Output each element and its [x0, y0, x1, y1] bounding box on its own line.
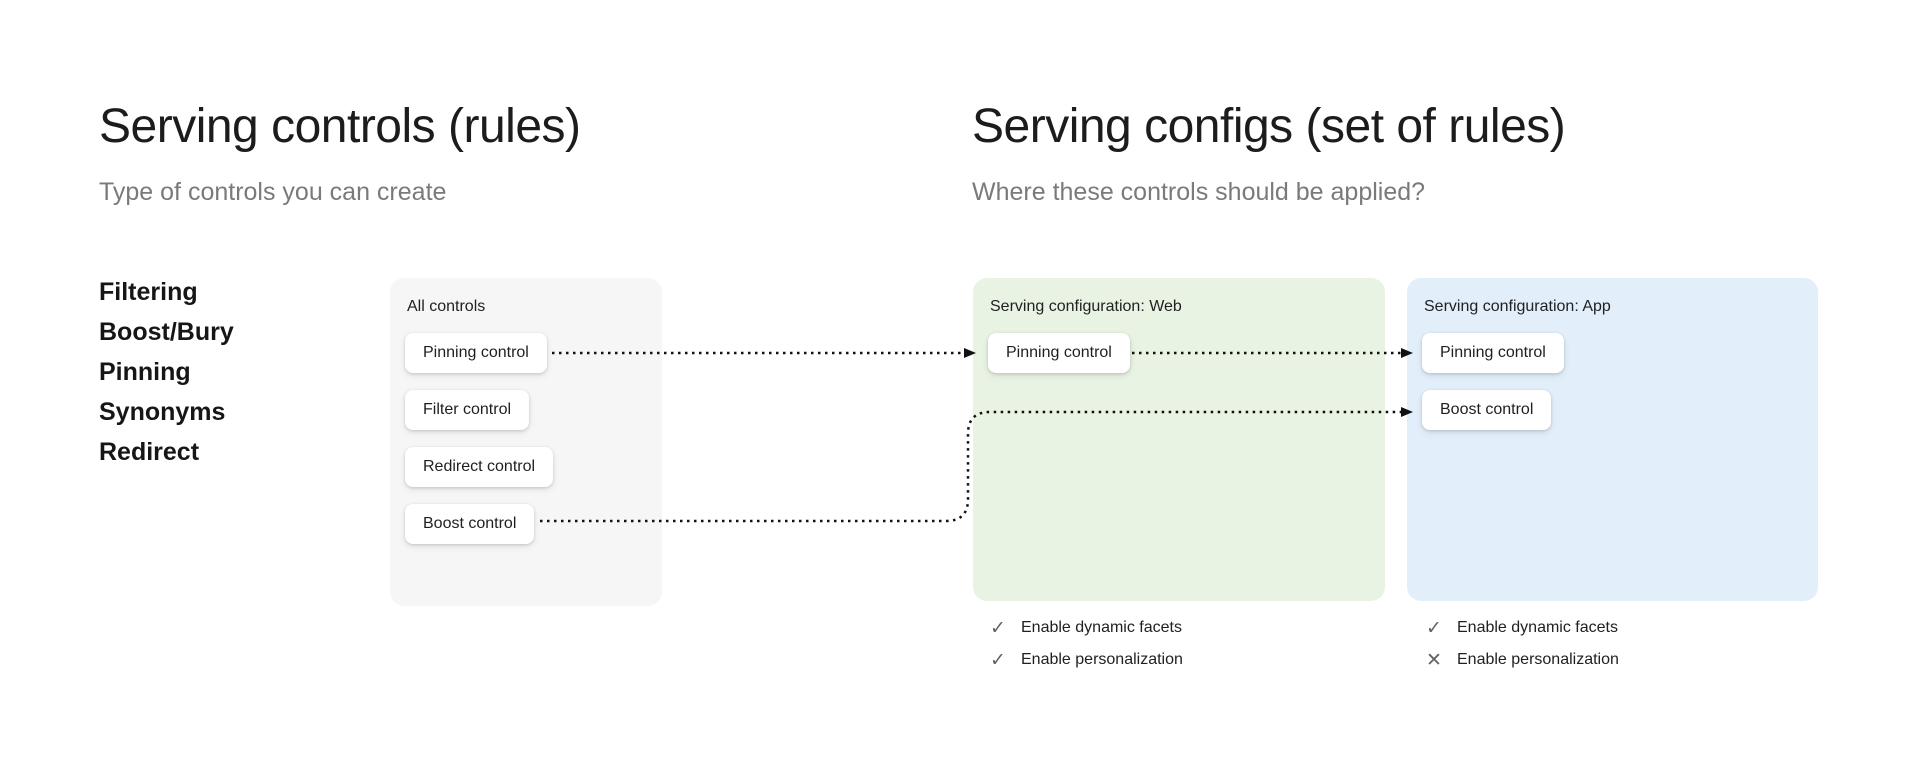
feature-label: Enable personalization — [1021, 651, 1183, 668]
pill-redirect-control[interactable]: Redirect control — [405, 447, 554, 487]
web-card-label: Serving configuration: Web — [990, 298, 1182, 315]
app-pill-stack: Pinning control Boost control — [1422, 333, 1564, 430]
serving-configs-header: Serving configs (set of rules) Where the… — [972, 99, 1566, 207]
serving-config-app-card: Serving configuration: App Pinning contr… — [1407, 278, 1818, 601]
pill-boost-control[interactable]: Boost control — [405, 504, 535, 544]
all-controls-card-label: All controls — [407, 298, 486, 315]
serving-controls-header: Serving controls (rules) Type of control… — [99, 99, 581, 207]
feature-label: Enable dynamic facets — [1457, 619, 1618, 636]
pill-filter-control[interactable]: Filter control — [405, 390, 530, 430]
serving-controls-subtitle: Type of controls you can create — [99, 178, 447, 206]
control-type-filtering: Filtering — [99, 278, 198, 306]
x-icon: ✕ — [1426, 649, 1442, 671]
web-feature-personalization: ✓ Enable personalization — [988, 647, 1183, 673]
serving-controls-title: Serving controls (rules) — [99, 100, 581, 153]
all-controls-pill-stack: Pinning control Filter control Redirect … — [405, 333, 554, 544]
app-pill-boost-control[interactable]: Boost control — [1422, 390, 1552, 430]
control-type-pinning: Pinning — [99, 358, 191, 386]
app-feature-dynamic-facets: ✓ Enable dynamic facets — [1424, 615, 1619, 641]
web-pill-pinning-control[interactable]: Pinning control — [988, 333, 1130, 373]
app-feature-checklist: ✓ Enable dynamic facets ✕ Enable persona… — [1424, 615, 1619, 673]
app-card-label: Serving configuration: App — [1424, 298, 1611, 315]
app-pill-pinning-control[interactable]: Pinning control — [1422, 333, 1564, 373]
serving-configs-subtitle: Where these controls should be applied? — [972, 178, 1426, 206]
app-feature-personalization: ✕ Enable personalization — [1424, 647, 1619, 673]
check-icon: ✓ — [1426, 617, 1442, 639]
control-type-synonyms: Synonyms — [99, 398, 226, 426]
control-type-redirect: Redirect — [99, 438, 200, 466]
serving-config-web-card: Serving configuration: Web Pinning contr… — [973, 278, 1385, 601]
serving-configs-title: Serving configs (set of rules) — [972, 100, 1566, 153]
web-feature-dynamic-facets: ✓ Enable dynamic facets — [988, 615, 1183, 641]
check-icon: ✓ — [990, 649, 1006, 671]
web-pill-stack: Pinning control — [988, 333, 1130, 373]
pill-pinning-control[interactable]: Pinning control — [405, 333, 547, 373]
check-icon: ✓ — [990, 617, 1006, 639]
control-types-list: Filtering Boost/Bury Pinning Synonyms Re… — [99, 272, 234, 472]
control-type-boost-bury: Boost/Bury — [99, 318, 234, 346]
feature-label: Enable personalization — [1457, 651, 1619, 668]
feature-label: Enable dynamic facets — [1021, 619, 1182, 636]
web-feature-checklist: ✓ Enable dynamic facets ✓ Enable persona… — [988, 615, 1183, 673]
all-controls-card: All controls Pinning control Filter cont… — [390, 278, 662, 606]
